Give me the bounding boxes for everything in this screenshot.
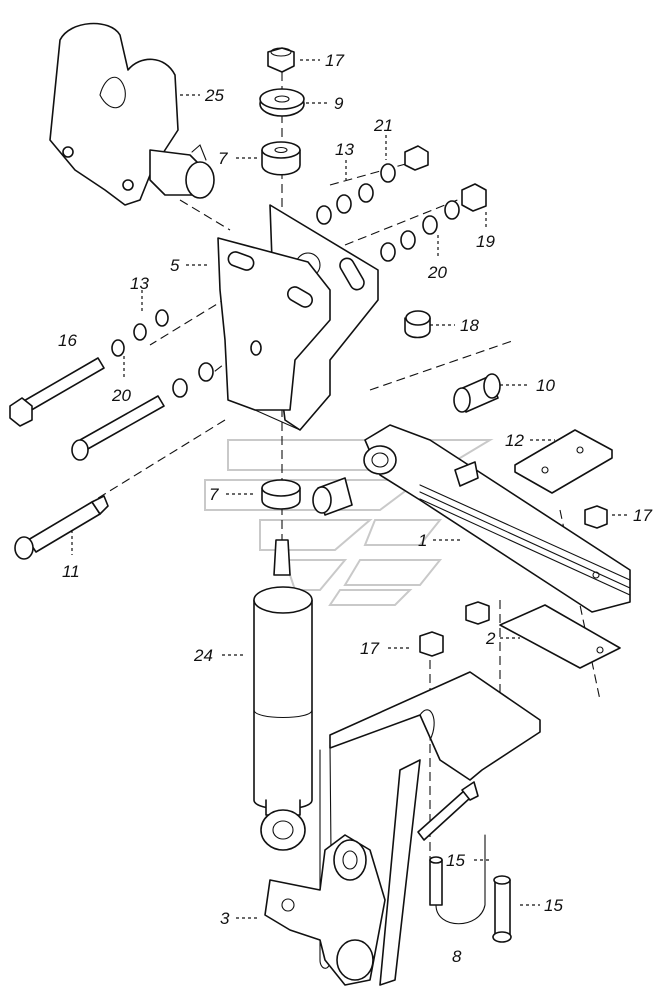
callout-16: 16 (58, 331, 77, 350)
part-16-bolt (9, 357, 105, 427)
part-18-bushing (404, 310, 431, 339)
part-15-stud-left (429, 834, 486, 925)
part-17-nut-right (584, 505, 608, 529)
part-7-bushing-lower (261, 479, 301, 510)
part-9-washer (259, 88, 305, 117)
part-13-20-washers-left (111, 309, 262, 398)
part-13-21-washers-right (316, 145, 429, 225)
callout-15-right: 15 (544, 896, 563, 915)
leader-lines (71, 59, 628, 919)
part-eye-bushing (312, 477, 353, 516)
callout-17-top: 17 (325, 51, 344, 70)
part-11-bolt (14, 495, 109, 560)
callout-7-top: 7 (218, 149, 228, 168)
callout-3: 3 (220, 909, 230, 928)
part-17-nut-lower (419, 631, 444, 657)
part-bolt-middle (71, 395, 165, 461)
part-2-pad (499, 604, 621, 669)
callout-17-lower: 17 (360, 639, 379, 658)
part-17-nut-lower-2 (465, 601, 490, 625)
callout-5: 5 (170, 256, 180, 275)
part-5-bracket-plate-front (217, 237, 331, 431)
part-17-nut-top (267, 47, 295, 73)
part-mounting-plate (329, 671, 541, 781)
part-24-shock-absorber (253, 539, 313, 851)
part-20-19-washers-nut (380, 183, 487, 262)
callout-19: 19 (476, 232, 495, 251)
callout-21: 21 (373, 116, 393, 135)
part-7-bushing-top (261, 141, 301, 176)
callout-13-left: 13 (130, 274, 149, 293)
part-12-plate (514, 429, 613, 494)
callout-17-right: 17 (633, 506, 652, 525)
part-3-lower-bracket (264, 834, 386, 986)
callout-15-left: 15 (446, 851, 465, 870)
callout-7-lower: 7 (209, 485, 219, 504)
part-bolt-center (417, 781, 479, 841)
callout-25: 25 (204, 86, 224, 105)
callout-20-left: 20 (111, 386, 131, 405)
callout-2: 2 (485, 629, 496, 648)
callout-20-right: 20 (427, 263, 447, 282)
callout-12: 12 (505, 431, 524, 450)
part-10-bushing (453, 373, 501, 413)
callout-9: 9 (334, 94, 344, 113)
callout-18: 18 (460, 316, 479, 335)
callout-8: 8 (452, 947, 462, 966)
callout-13-right: 13 (335, 140, 354, 159)
part-25-frame-bracket (49, 22, 215, 206)
callout-10: 10 (536, 376, 555, 395)
callout-24: 24 (193, 646, 213, 665)
callout-1: 1 (418, 531, 427, 550)
part-15-stud-right (492, 875, 512, 943)
callout-11: 11 (62, 562, 80, 581)
callout-labels: 17 9 7 25 13 21 19 20 5 18 13 16 20 10 1… (58, 51, 652, 966)
part-1-leaf-spring (363, 424, 631, 613)
